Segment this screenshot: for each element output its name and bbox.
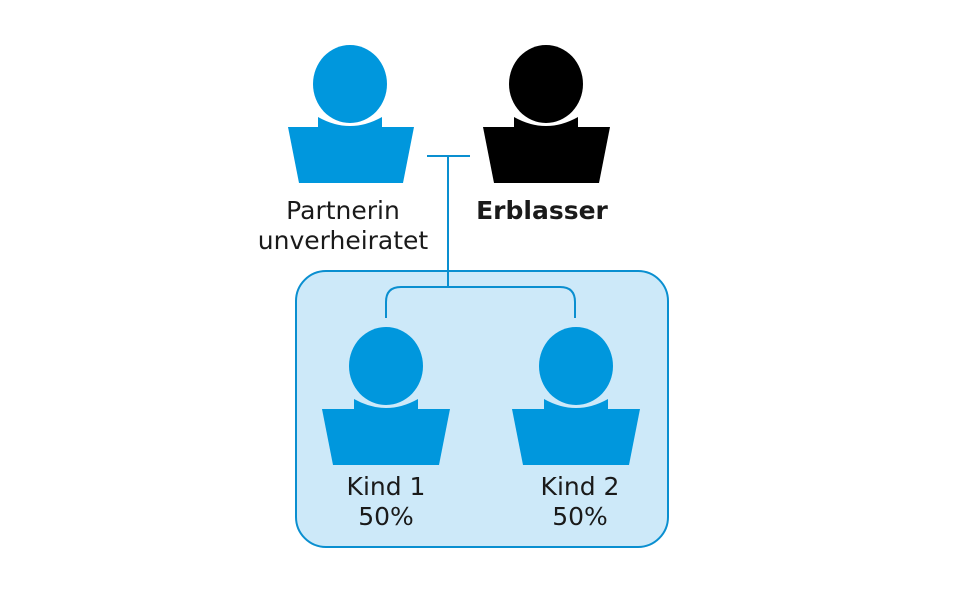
- partner-label-line1: Partnerin: [286, 196, 400, 225]
- child1-name: Kind 1: [346, 472, 426, 501]
- child2-label: Kind 2 50%: [510, 472, 650, 532]
- child1-person-icon: [322, 327, 450, 465]
- partner-label-line2: unverheiratet: [257, 226, 429, 255]
- partner-label: Partnerin unverheiratet: [243, 196, 443, 256]
- child2-name: Kind 2: [540, 472, 620, 501]
- children-branch-line: [385, 286, 576, 318]
- child2-share: 50%: [552, 502, 608, 531]
- deceased-label-text: Erblasser: [476, 196, 608, 225]
- child1-label: Kind 1 50%: [316, 472, 456, 532]
- partner-person-icon: [288, 45, 414, 183]
- deceased-label: Erblasser: [462, 196, 622, 226]
- deceased-person-icon: [483, 45, 610, 183]
- child1-share: 50%: [358, 502, 414, 531]
- child2-person-icon: [512, 327, 640, 465]
- relationship-lines: [385, 155, 576, 318]
